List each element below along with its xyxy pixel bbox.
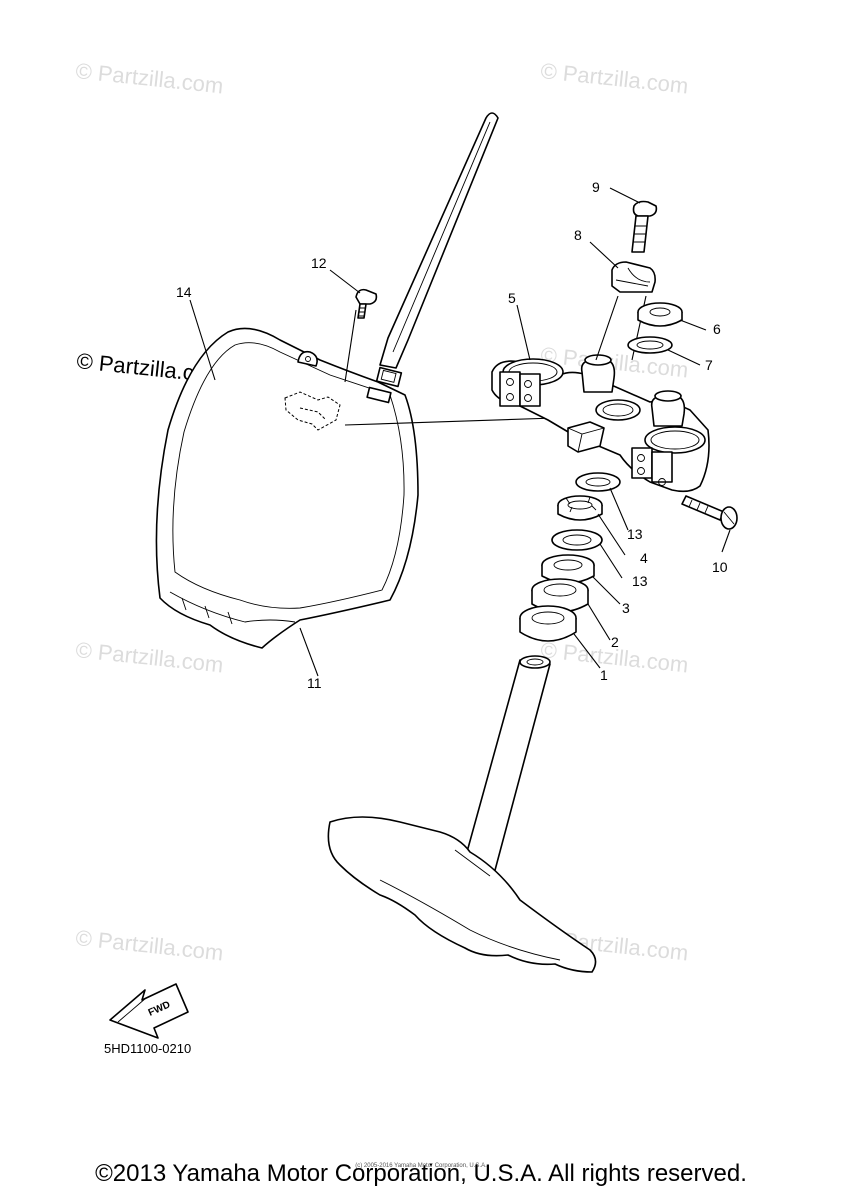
- callout-9: 9: [592, 179, 600, 195]
- callout-11: 11: [307, 675, 322, 691]
- callout-10: 10: [712, 559, 728, 575]
- callout-5: 5: [508, 290, 516, 306]
- callout-3: 3: [622, 600, 630, 616]
- bolt-9: [631, 200, 658, 253]
- bearing-1: [519, 605, 577, 642]
- fwd-arrow: FWD: [109, 983, 189, 1039]
- callout-8: 8: [574, 227, 582, 243]
- leader-lines: [189, 187, 731, 677]
- callout-13: 13: [632, 573, 648, 589]
- callout-7: 7: [705, 357, 713, 373]
- callout-6: 6: [713, 321, 721, 337]
- diagram-code: 5HD1100-0210: [104, 1041, 191, 1056]
- bolt-12: [355, 288, 378, 319]
- number-plate: [155, 112, 556, 649]
- upper-triple-clamp: [491, 354, 710, 493]
- washer-13-upper: [575, 472, 621, 492]
- callout-4: 4: [640, 550, 648, 566]
- callout-14: 14: [176, 284, 192, 300]
- washer-7: [627, 336, 673, 354]
- ring-nut-4: [557, 495, 603, 521]
- small-notice: (c) 2005-2016 Yamaha Motor Corporation, …: [355, 1163, 487, 1169]
- damper-6: [637, 302, 683, 327]
- watermark-text: © Partzilla.com: [74, 925, 224, 965]
- callout-labels: 1 2 3 4 5 6 7 8 9 10 11 12 13 13 14: [176, 179, 728, 691]
- steering-stem: [327, 655, 597, 973]
- copyright-notice: ©2013 Yamaha Motor Corporation, U.S.A. A…: [95, 1160, 747, 1187]
- callout-1: 1: [600, 667, 608, 683]
- watermark-text: © Partzilla.com: [74, 637, 224, 677]
- callout-12: 12: [311, 255, 327, 271]
- watermark-text: © Partzilla.com: [74, 58, 224, 98]
- callout-2: 2: [611, 634, 619, 650]
- washer-13-lower: [551, 529, 603, 551]
- watermark-text: © Partzilla.com: [539, 58, 689, 98]
- bearing-2: [531, 578, 589, 613]
- bolt-10: [681, 495, 738, 530]
- callout-13: 13: [627, 526, 643, 542]
